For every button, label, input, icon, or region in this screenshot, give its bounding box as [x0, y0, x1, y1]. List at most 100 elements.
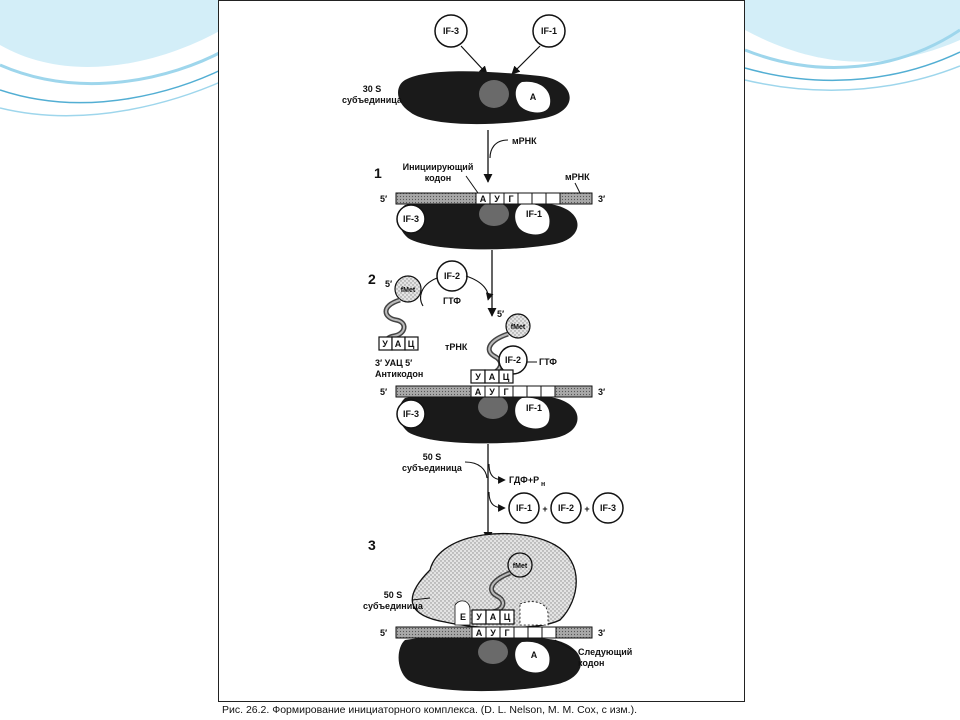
- anticodon-free-3: Ц: [408, 339, 415, 349]
- if3-label-s1: IF-3: [403, 214, 419, 224]
- wave-left-inner: [0, 48, 226, 86]
- init-codon-label-1: Инициирующий: [403, 162, 474, 172]
- a-site-label-s3: A: [531, 650, 538, 660]
- if3-factor-s1: [396, 204, 426, 234]
- stage-1: 1 Инициирующий кодон мРНК IF-1 IF-3 А У …: [374, 162, 605, 250]
- mrna-hook: [489, 139, 509, 159]
- released-factors: IF-1 + IF-2 + IF-3: [508, 492, 624, 524]
- gtp-label-free: ГТФ: [443, 296, 461, 306]
- if3-released-label: IF-3: [600, 503, 616, 513]
- next-codon-label-1: Следующий: [578, 647, 632, 657]
- p-site-s2: [478, 395, 508, 419]
- wave-left-line: [0, 67, 226, 104]
- if1-released-label: IF-1: [516, 503, 532, 513]
- wave-right-outer: [745, 0, 960, 62]
- if1-site-s1: [515, 203, 550, 235]
- step-3-label: 3: [368, 537, 376, 553]
- stage-2: 2 5′ fMet У А Ц 3′ УАЦ 5′ Антикодон IF-2…: [368, 260, 605, 444]
- fmet-bound-3: [507, 552, 533, 578]
- e-site-label: E: [460, 612, 466, 622]
- s50-label-bottom-2: субъединица: [363, 601, 424, 611]
- if1-label-s1: IF-1: [526, 209, 542, 219]
- if1-label-s2: IF-1: [526, 403, 542, 413]
- factor-release-branch: [488, 491, 506, 512]
- anticodon-3-2: А: [490, 612, 497, 622]
- stage-0: IF-3 IF-1 A 30 S субъединица: [342, 14, 570, 125]
- a-site-top: [515, 81, 551, 113]
- trna-label: тРНК: [445, 342, 468, 352]
- init-codon-label-2: кодон: [425, 173, 451, 183]
- five-prime-trna-bound: 5′: [497, 309, 504, 319]
- p-site-s3: [478, 640, 508, 664]
- wave-left-line2: [0, 79, 226, 117]
- if1-site-s2: [515, 397, 550, 429]
- if1-factor-top: [532, 14, 566, 48]
- if2-label-free: IF-2: [444, 271, 460, 281]
- anticodon-3-1: У: [476, 612, 482, 622]
- fmet-free-label: fMet: [401, 287, 416, 294]
- a-site-s3: [515, 641, 550, 673]
- if2-released: [550, 492, 582, 524]
- fmet-bound-3-label: fMet: [513, 563, 528, 570]
- s50-hook: [464, 461, 488, 479]
- gtp-label-bound: ГТФ: [539, 357, 557, 367]
- codon-s1: А У Г: [475, 192, 561, 205]
- codon-s2-2: У: [489, 387, 495, 397]
- codon-s1-2: У: [494, 194, 500, 204]
- arrow-if1-in: [511, 45, 541, 75]
- plus-2: +: [584, 504, 589, 514]
- codon-s2-3: Г: [503, 387, 508, 397]
- gdp-pi-sub: н: [541, 481, 545, 488]
- if3-factor-s2: [396, 399, 426, 429]
- curve-arrow-left: [420, 277, 438, 307]
- fmet-bound: [505, 313, 531, 339]
- next-codon-label-2: кодон: [578, 658, 604, 668]
- anticodon-free-1: У: [382, 339, 388, 349]
- five-prime-s3: 5′: [380, 628, 387, 638]
- three-prime-s3: 3′: [598, 628, 605, 638]
- next-codon-pointer: [554, 639, 577, 653]
- if3-released: [592, 492, 624, 524]
- arrow-if3-in: [460, 45, 488, 75]
- e-site: [454, 600, 471, 626]
- if1-released: [508, 492, 540, 524]
- anticodon-free-2: А: [395, 339, 402, 349]
- p-site-top: [479, 80, 509, 108]
- stage-3: 3 50 S субъединица fMet E У А Ц A А У Г …: [363, 532, 632, 692]
- step-1-label: 1: [374, 165, 382, 181]
- anticodon-bound-1: У: [475, 372, 481, 382]
- codon-s3-2: У: [490, 628, 496, 638]
- three-prime-s2: 3′: [598, 387, 605, 397]
- codon-s3-3: Г: [504, 628, 509, 638]
- fmet-free: [394, 275, 422, 303]
- if3-factor-top: [434, 14, 468, 48]
- wave-right-line: [744, 51, 960, 82]
- codon-s1-3: Г: [508, 194, 513, 204]
- s50-pointer: [411, 597, 431, 601]
- five-prime-s1: 5′: [380, 194, 387, 204]
- p-site-s1: [479, 202, 509, 226]
- mrna-pointer: [574, 182, 581, 194]
- trna-3-outline: [490, 572, 511, 613]
- figure-caption: Рис. 26.2. Формирование инициаторного ко…: [222, 704, 637, 716]
- s50-label-bottom-1: 50 S: [384, 590, 403, 600]
- a-site-3-top: [519, 601, 549, 626]
- five-prime-s2: 5′: [380, 387, 387, 397]
- codon-s3-1: А: [476, 628, 483, 638]
- wave-right-line2: [744, 65, 960, 91]
- gdp-pi-label: ГДФ+Р: [509, 475, 539, 485]
- fmet-bound-label: fMet: [511, 324, 526, 331]
- s30-label-2: субъединица: [342, 95, 403, 105]
- s50-label-mid-2: субъединица: [402, 463, 463, 473]
- anticodon-bound-2: А: [489, 372, 496, 382]
- if2-label-bound: IF-2: [505, 355, 521, 365]
- s50-label-mid-1: 50 S: [423, 452, 442, 462]
- three-prime-s1: 3′: [598, 194, 605, 204]
- gdp-branch: [488, 463, 506, 484]
- if1-label-top: IF-1: [541, 26, 557, 36]
- step-2-label: 2: [368, 271, 376, 287]
- anticodon-label-1: 3′ УАЦ 5′: [375, 358, 412, 368]
- codon-s1-1: А: [480, 194, 487, 204]
